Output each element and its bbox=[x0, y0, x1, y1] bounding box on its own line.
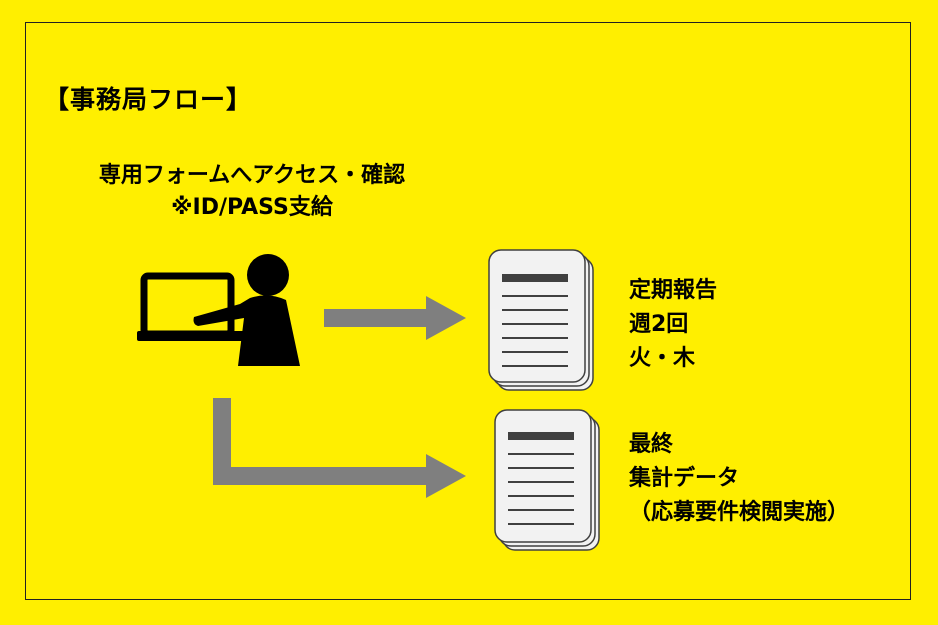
access-description: 専用フォームへアクセス・確認 ※ID/PASS支給 bbox=[52, 160, 452, 224]
person-at-computer-icon bbox=[137, 254, 300, 366]
document-stack-icon bbox=[494, 409, 600, 551]
regular-report-line-3: 火・木 bbox=[629, 346, 696, 371]
flow-title: 【事務局フロー】 bbox=[44, 85, 253, 114]
final-data-label: 最終 集計データ （応募要件検閲実施） bbox=[629, 428, 849, 530]
document-stack-icon bbox=[488, 249, 594, 391]
diagram-frame bbox=[25, 22, 911, 600]
arrow-to-final-data bbox=[213, 398, 466, 498]
regular-report-label: 定期報告 週2回 火・木 bbox=[629, 274, 717, 376]
regular-report-line-2: 週2回 bbox=[629, 312, 689, 337]
regular-report-line-1: 定期報告 bbox=[629, 278, 718, 303]
arrow-to-regular-report bbox=[324, 296, 466, 340]
final-data-line-3: （応募要件検閲実施） bbox=[629, 500, 850, 525]
final-data-line-1: 最終 bbox=[629, 432, 674, 457]
final-data-line-2: 集計データ bbox=[629, 466, 740, 491]
access-description-line-1: 専用フォームへアクセス・確認 bbox=[98, 163, 406, 188]
access-description-line-2: ※ID/PASS支給 bbox=[171, 195, 333, 220]
